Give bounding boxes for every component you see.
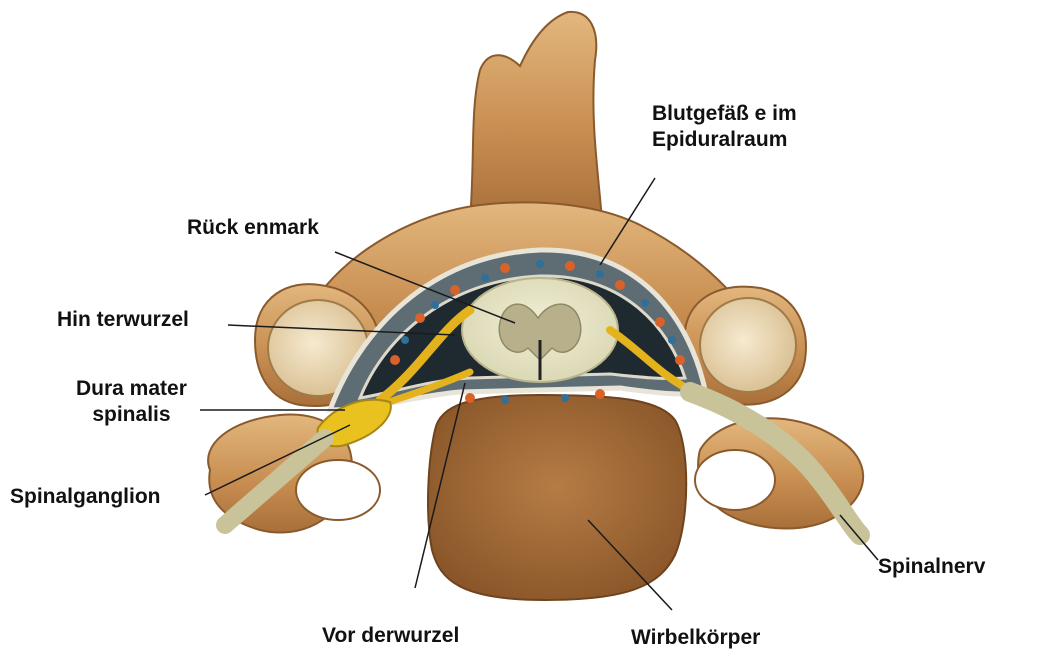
right-transverse-foramen bbox=[695, 450, 775, 510]
label-blutgefaesse: Blutgefäß e im Epiduralraum bbox=[652, 101, 797, 153]
label-vorderwurzel: Vor derwurzel bbox=[322, 623, 459, 649]
vertebral-body bbox=[428, 395, 686, 600]
label-spinalnerv: Spinalnerv bbox=[878, 554, 985, 580]
spinous-process bbox=[470, 12, 602, 220]
label-wirbelkoerper: Wirbelkörper bbox=[631, 625, 760, 651]
label-spinalganglion: Spinalganglion bbox=[10, 484, 161, 510]
label-rueckenmark: Rück enmark bbox=[187, 215, 319, 241]
right-articular-surface bbox=[700, 298, 796, 392]
label-dura-mater: Dura mater spinalis bbox=[76, 376, 187, 428]
left-transverse-foramen bbox=[296, 460, 380, 520]
label-hinterwurzel: Hin terwurzel bbox=[57, 307, 189, 333]
